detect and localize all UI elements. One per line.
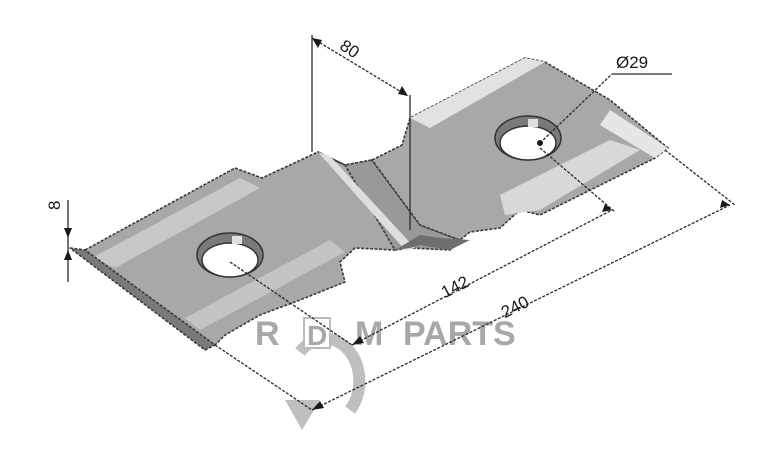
dimension-hole-diameter: Ø29: [616, 53, 648, 72]
knife-blade: [69, 57, 669, 351]
dimension-arrows: [64, 38, 730, 410]
dimension-offset-width: 80: [336, 36, 362, 62]
hole-left: [196, 232, 264, 278]
hole-right: [494, 115, 562, 161]
watermark-letter-r: R: [255, 315, 280, 353]
dimension-thickness: 8: [45, 201, 64, 210]
dimension-lines: [67, 35, 736, 411]
recycle-arrow-icon: [285, 332, 366, 430]
mounting-holes: [196, 115, 562, 278]
watermark-logo: R D M PARTS: [255, 315, 516, 430]
dimension-hole-spacing: 142: [438, 272, 472, 302]
watermark-word-parts: PARTS: [403, 315, 516, 353]
watermark-letter-m: M: [355, 315, 383, 353]
watermark-letter-d: D: [307, 320, 327, 351]
